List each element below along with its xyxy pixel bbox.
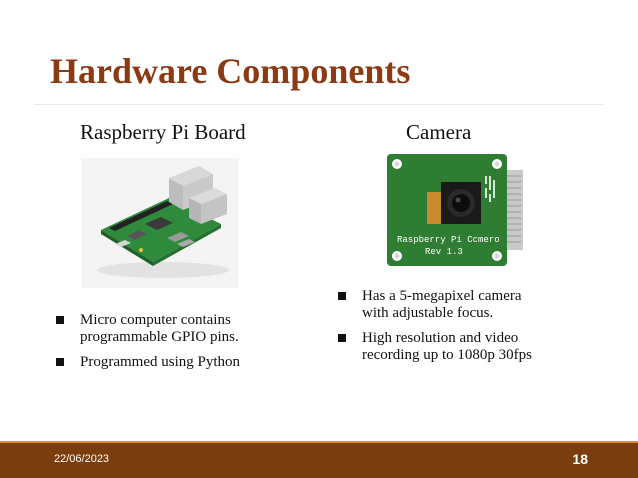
list-item: High resolution and video recording up t… [334, 330, 549, 364]
page-number: 18 [572, 451, 588, 467]
footer-date: 22/06/2023 [54, 453, 110, 465]
right-bullet-list: Has a 5-megapixel camera with adjustable… [334, 288, 549, 372]
list-item: Micro computer contains programmable GPI… [52, 312, 292, 346]
right-heading: Camera [406, 120, 472, 144]
list-item: Has a 5-megapixel camera with adjustable… [334, 288, 549, 322]
square-bullet-icon [56, 358, 64, 366]
footer-accent-line [0, 441, 638, 443]
footer-bar [0, 441, 638, 478]
camera-module-photo: Raspberry Pi Ccmero Rev 1.3 [383, 150, 526, 270]
list-item: Programmed using Python [52, 354, 292, 371]
raspberry-pi-board-photo [81, 158, 239, 288]
left-bullet-list: Micro computer contains programmable GPI… [52, 312, 292, 379]
bullet-text: High resolution and video recording up t… [362, 330, 532, 363]
square-bullet-icon [338, 292, 346, 300]
bullet-text: Has a 5-megapixel camera with adjustable… [362, 288, 522, 321]
square-bullet-icon [338, 334, 346, 342]
title-divider [34, 104, 604, 105]
camera-board-rev: Rev 1.3 [425, 247, 463, 257]
bullet-text: Micro computer contains programmable GPI… [80, 312, 239, 345]
bullet-text: Programmed using Python [80, 354, 240, 370]
left-heading: Raspberry Pi Board [80, 120, 246, 144]
square-bullet-icon [56, 316, 64, 324]
slide-title: Hardware Components [50, 51, 411, 91]
camera-board-label: Raspberry Pi Ccmero [397, 235, 500, 245]
top-bar [0, 0, 638, 18]
